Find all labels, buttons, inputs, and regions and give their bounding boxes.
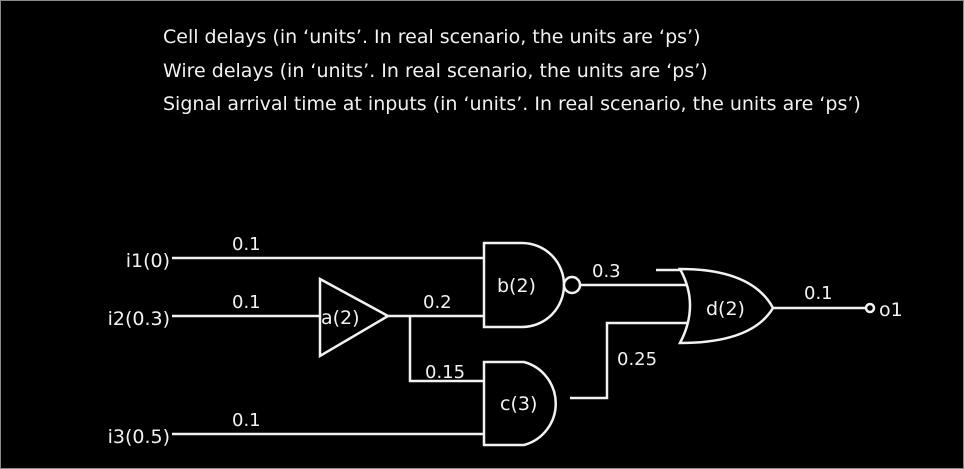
wire-delay-c-d: 0.25 — [617, 349, 657, 370]
output-label-o1: o1 — [879, 299, 903, 321]
gate-label-d: d(2) — [706, 298, 745, 320]
input-label-i2: i2(0.3) — [108, 308, 170, 330]
output-terminal-o1 — [864, 302, 876, 314]
gate-label-a: a(2) — [321, 307, 360, 329]
wire-delay-i3-c: 0.1 — [232, 410, 261, 431]
gate-label-c: c(3) — [500, 393, 537, 415]
gate-label-b: b(2) — [497, 275, 536, 297]
and-gate-c — [482, 360, 557, 447]
wire-delay-a-c: 0.15 — [425, 362, 465, 383]
legend-arrival-times: Signal arrival time at inputs (in ‘units… — [163, 93, 861, 115]
wire-a-c — [408, 316, 484, 383]
wire-delay-a-b: 0.2 — [423, 292, 452, 313]
input-label-i1: i1(0) — [126, 250, 170, 272]
wire-delay-d-o1: 0.1 — [804, 283, 833, 304]
wire-c-d — [570, 321, 687, 400]
wire-delay-i2-a: 0.1 — [232, 292, 261, 313]
or-gate-d — [677, 267, 775, 345]
inversion-bubble — [562, 275, 582, 295]
legend-cell-delays: Cell delays (in ‘units’. In real scenari… — [163, 26, 701, 48]
wire-delay-b-d: 0.3 — [592, 261, 621, 282]
legend-wire-delays: Wire delays (in ‘units’. In real scenari… — [163, 60, 708, 82]
wire-delay-i1-b: 0.1 — [232, 234, 261, 255]
buffer-gate-a — [318, 276, 391, 359]
input-label-i3: i3(0.5) — [108, 426, 170, 448]
